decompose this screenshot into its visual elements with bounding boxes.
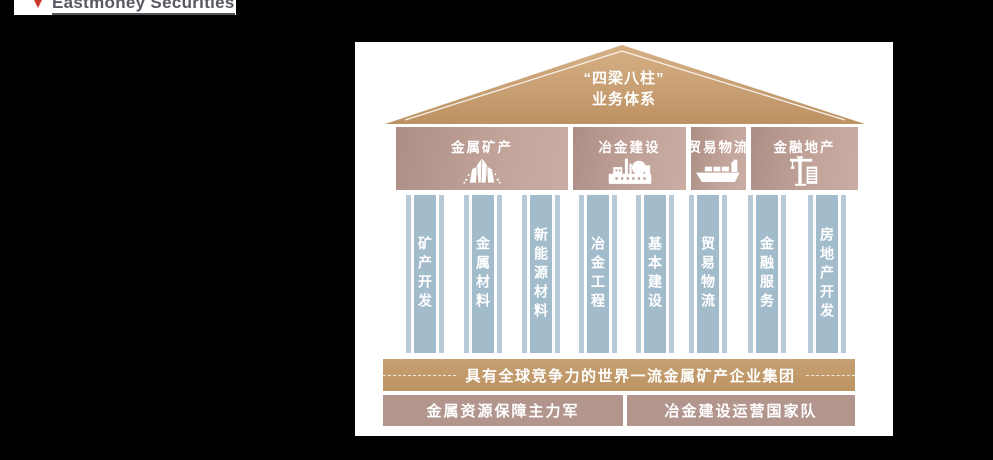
roof-triangle <box>385 45 865 124</box>
pillar-label: 基本建设 <box>647 236 663 312</box>
crystal-mineral-icon <box>463 158 501 184</box>
roof-title-line2: 业务体系 <box>591 91 656 108</box>
pillar-trade-logistics: 贸易物流 <box>689 195 727 353</box>
pillar-label: 新能源材料 <box>533 226 549 322</box>
beam-metal-minerals: 金属矿产 <box>396 127 568 190</box>
beam-finance-realestate: 金融地产 <box>751 127 858 190</box>
beam-metallurgy-construction: 冶金建设 <box>573 127 686 190</box>
eastmoney-logo: Eastmoney Securities <box>14 0 236 15</box>
foundation-label: 具有全球竞争力的世界一流金属矿产企业集团 <box>465 367 796 385</box>
pillar-label: 冶金工程 <box>590 236 606 312</box>
beam-trade-logistics: 贸易物流 <box>688 127 748 190</box>
factory-icon <box>608 158 651 184</box>
dashed-line-left <box>383 374 456 376</box>
dashed-line-right <box>805 374 855 376</box>
footer-bar-metallurgy-operation: 冶金建设运营国家队 <box>627 395 855 426</box>
crane-building-icon <box>789 156 817 186</box>
pillar-label: 金属材料 <box>475 236 491 312</box>
footer-bar-label: 冶金建设运营国家队 <box>664 403 818 420</box>
roof-title: “四梁八柱” 业务体系 <box>355 68 893 110</box>
pillar-mineral-development: 矿产开发 <box>406 195 444 353</box>
pillar-label: 矿产开发 <box>417 236 433 312</box>
cargo-ship-icon <box>695 159 740 183</box>
logo-arrow-icon <box>33 0 43 8</box>
beam-label: 金属矿产 <box>451 140 513 155</box>
pillar-label: 贸易物流 <box>700 236 716 312</box>
beam-label: 贸易物流 <box>687 140 750 155</box>
pillar-real-estate-development: 房地产开发 <box>808 195 846 353</box>
pillar-label: 房地产开发 <box>819 226 835 322</box>
beam-label: 冶金建设 <box>598 140 661 155</box>
pillar-financial-services: 金融服务 <box>748 195 786 353</box>
pillar-label: 金融服务 <box>759 236 775 312</box>
pillar-metal-materials: 金属材料 <box>464 195 502 353</box>
footer-bar-label: 金属资源保障主力军 <box>426 403 580 420</box>
roof-title-line1: “四梁八柱” <box>583 70 665 87</box>
pillar-basic-construction: 基本建设 <box>636 195 674 353</box>
business-system-diagram: “四梁八柱” 业务体系 金属矿产 冶金建设 <box>355 42 893 436</box>
pillar-metallurgy-engineering: 冶金工程 <box>579 195 617 353</box>
pillar-new-energy-materials: 新能源材料 <box>522 195 560 353</box>
logo-text: Eastmoney Securities <box>52 0 235 15</box>
beam-label: 金融地产 <box>773 140 836 155</box>
foundation-bar: 具有全球竞争力的世界一流金属矿产企业集团 <box>383 359 855 391</box>
footer-bar-metal-resources: 金属资源保障主力军 <box>383 395 623 426</box>
